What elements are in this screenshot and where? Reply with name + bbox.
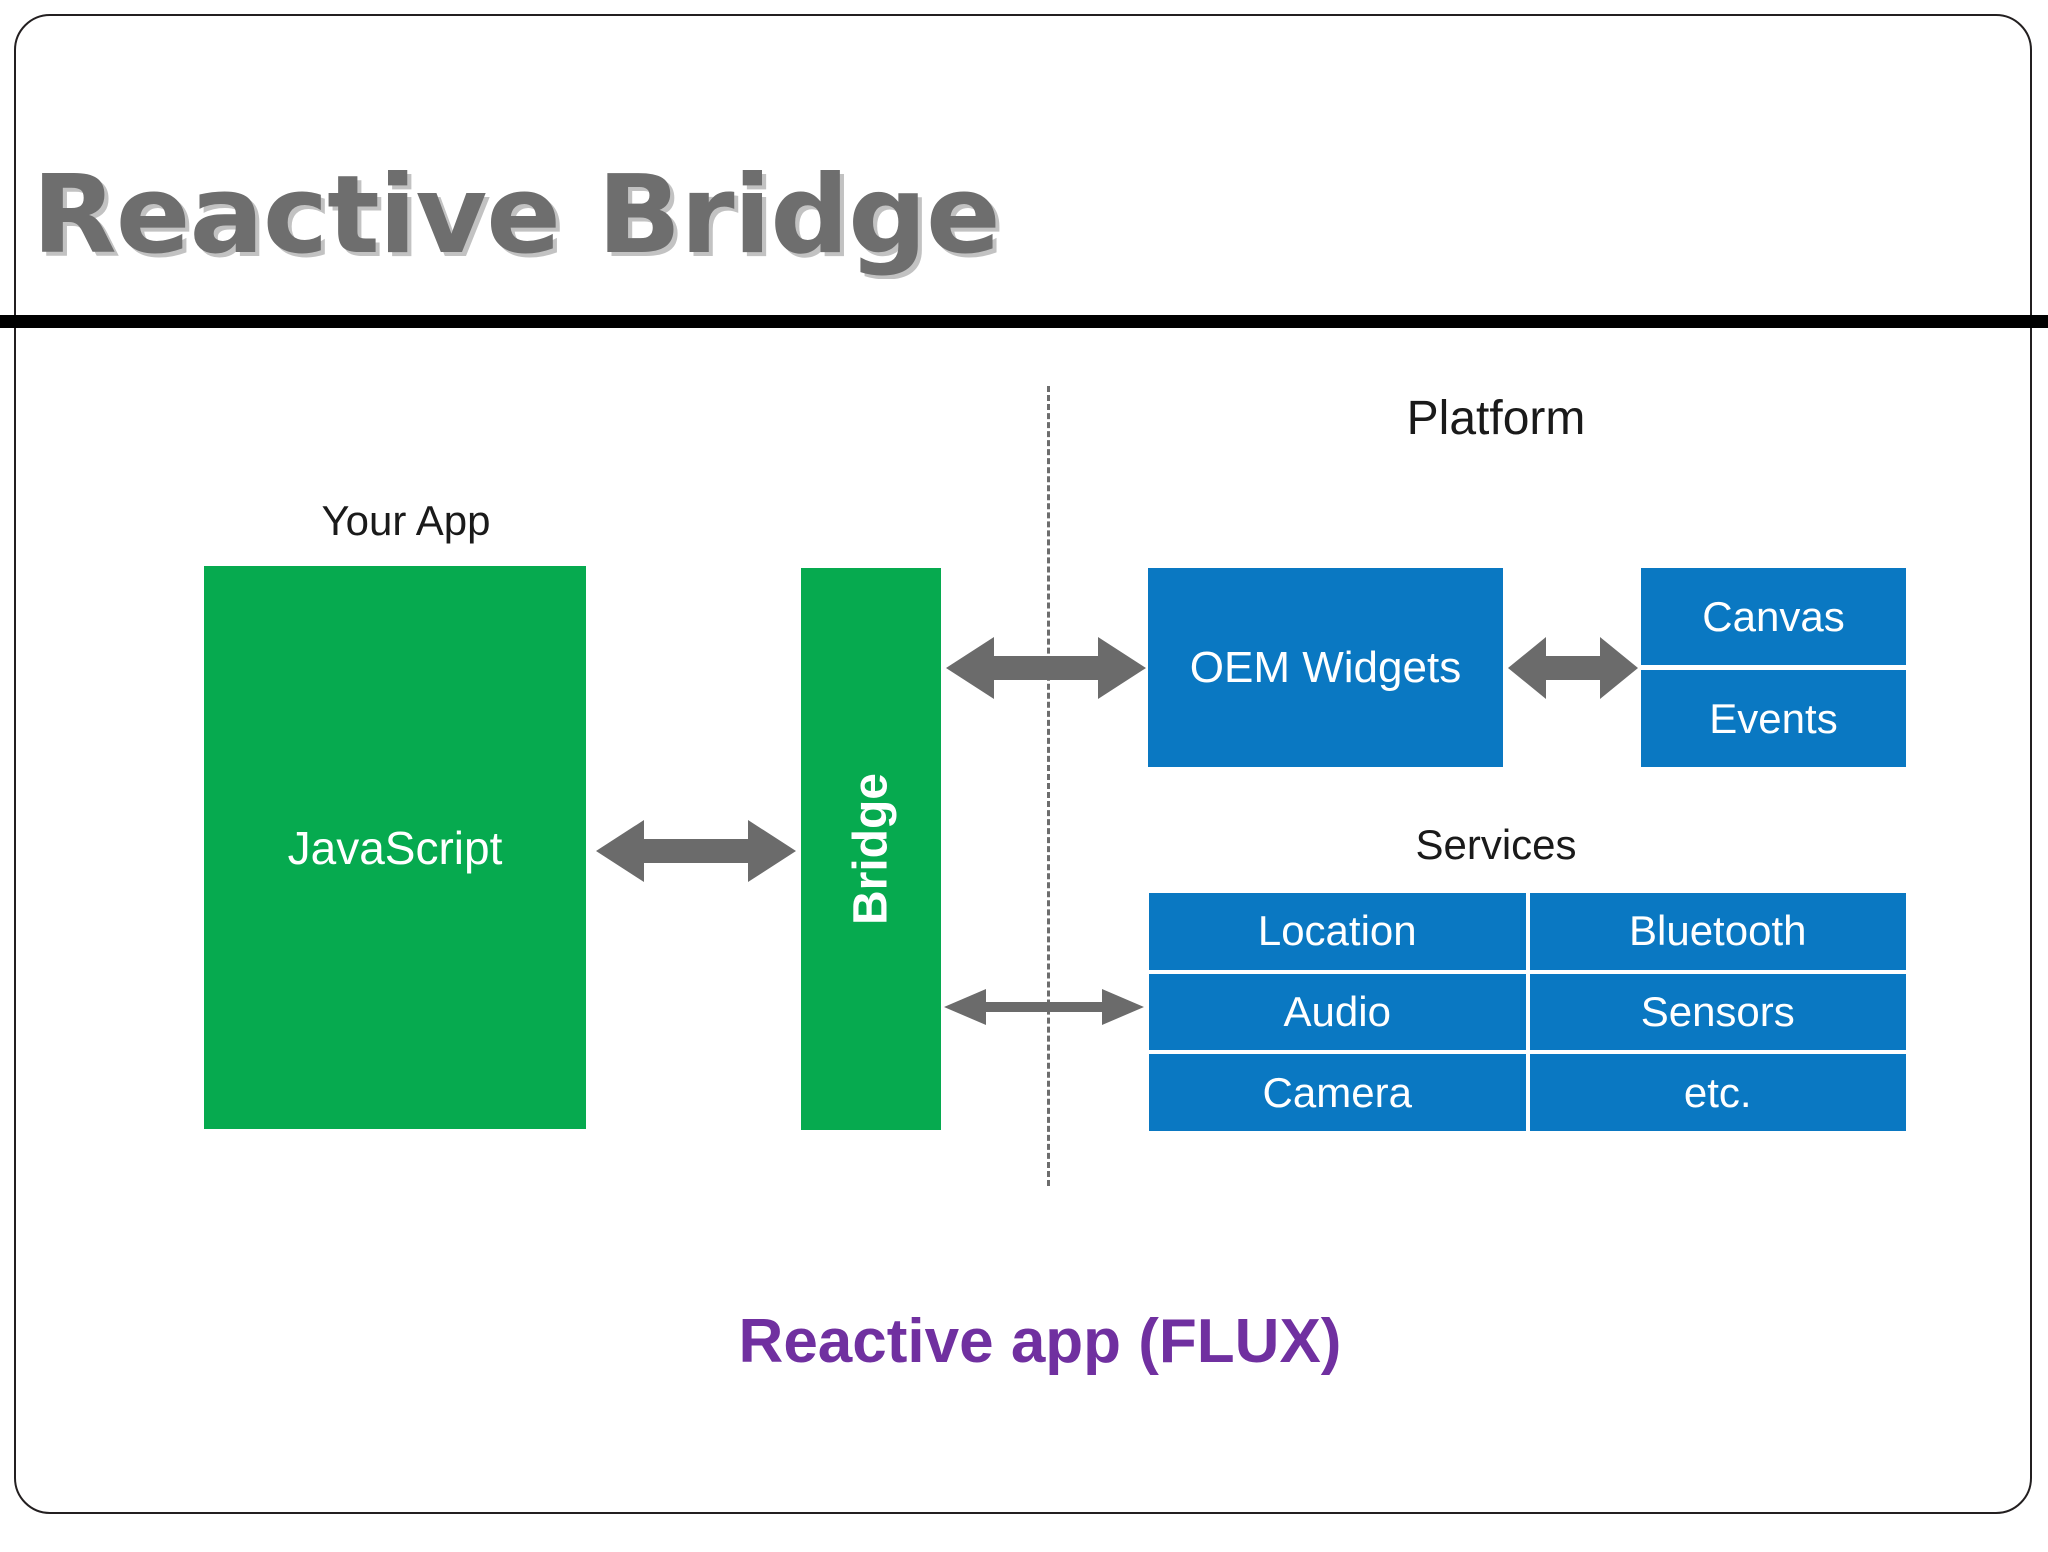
title-divider-rule: [0, 315, 2048, 328]
your-app-label: Your App: [321, 497, 491, 544]
platform-boundary-dashed-line: [1047, 386, 1050, 1186]
architecture-diagram: Your App Platform Services JavaScript Br…: [16, 16, 2048, 1552]
canvas-box: Canvas: [1641, 568, 1906, 665]
oem-widgets-canvas-events-arrow-icon: [1508, 637, 1638, 699]
bridge-oem-widgets-arrow-icon: [946, 637, 1146, 699]
title-area: Reactive Bridge: [16, 146, 2030, 286]
slide-frame: Reactive Bridge Your App Platform Servic…: [14, 14, 2032, 1514]
bridge-box-label: Bridge: [844, 772, 898, 926]
bridge-box: Bridge: [801, 568, 941, 1130]
service-cell-camera: Camera: [1149, 1054, 1526, 1131]
service-cell-location: Location: [1149, 893, 1526, 970]
javascript-box-label: JavaScript: [287, 821, 503, 874]
javascript-bridge-arrow-icon: [596, 820, 796, 882]
services-label: Services: [1415, 821, 1577, 868]
services-grid: Location Bluetooth Audio Sensors Camera …: [1149, 893, 1906, 1131]
page-title: Reactive Bridge: [32, 153, 1001, 278]
javascript-box: JavaScript: [204, 566, 586, 1129]
service-cell-etc: etc.: [1529, 1054, 1906, 1131]
render-targets-stack: Canvas Events: [1641, 568, 1906, 767]
events-box: Events: [1641, 670, 1906, 767]
platform-label: Platform: [1406, 392, 1586, 445]
service-cell-bluetooth: Bluetooth: [1529, 893, 1906, 970]
bridge-services-arrow-icon: [944, 989, 1144, 1025]
footer-caption: Reactive app (FLUX): [738, 1307, 1342, 1376]
oem-widgets-box: OEM Widgets: [1148, 568, 1503, 767]
service-cell-sensors: Sensors: [1529, 973, 1906, 1051]
service-cell-audio: Audio: [1149, 973, 1526, 1051]
